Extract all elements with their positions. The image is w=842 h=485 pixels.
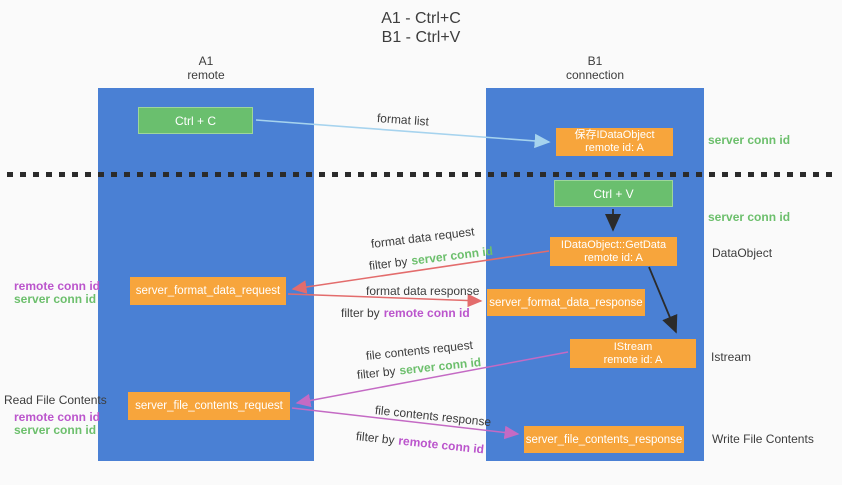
format-list-label: format list bbox=[376, 111, 430, 129]
save-dataobject-line2: remote id: A bbox=[585, 142, 644, 154]
column-header-b1: B1 connection bbox=[486, 54, 704, 82]
left-server-conn-id: server conn id bbox=[14, 292, 97, 306]
server-format-data-request-box: server_format_data_request bbox=[130, 277, 286, 305]
istream-line1: IStream bbox=[613, 340, 653, 353]
server-conn-id-text: server conn id bbox=[410, 243, 494, 268]
title-line-2: B1 - Ctrl+V bbox=[381, 29, 461, 46]
server-format-data-response-box: server_format_data_response bbox=[487, 289, 645, 316]
ctrl-v-label: Ctrl + V bbox=[593, 186, 634, 201]
dataobject-label: DataObject bbox=[712, 246, 773, 260]
title-line-1: A1 - Ctrl+C bbox=[381, 10, 461, 27]
save-dataobject-box: 保存IDataObject remote id: A bbox=[556, 128, 673, 156]
ctrl-c-box: Ctrl + C bbox=[138, 107, 253, 134]
server-format-data-request-label: server_format_data_request bbox=[135, 285, 281, 297]
format-data-response-label: format data response bbox=[366, 284, 480, 298]
getdata-line1: IDataObject::GetData bbox=[560, 238, 667, 251]
column-header-a1: A1 remote bbox=[98, 54, 314, 82]
ctrl-v-box: Ctrl + V bbox=[554, 180, 673, 207]
server-format-data-response-label: server_format_data_response bbox=[489, 296, 643, 309]
server-file-contents-response-box: server_file_contents_response bbox=[524, 426, 684, 453]
getdata-box: IDataObject::GetData remote id: A bbox=[550, 237, 677, 266]
server-file-contents-response-label: server_file_contents_response bbox=[525, 433, 683, 446]
save-dataobject-line1: 保存IDataObject bbox=[574, 129, 655, 141]
filter-by-text: filter by bbox=[341, 306, 380, 320]
right-server-conn-id-mid: server conn id bbox=[708, 210, 791, 224]
column-b1-subtitle: connection bbox=[565, 68, 625, 82]
write-file-contents-label: Write File Contents bbox=[712, 432, 814, 446]
left-server-conn-id: server conn id bbox=[14, 423, 97, 437]
diagram-title: A1 - Ctrl+C B1 - Ctrl+V bbox=[0, 9, 842, 47]
left-conn-ids-bottom: remote conn id server conn id bbox=[14, 410, 101, 437]
getdata-line2: remote id: A bbox=[584, 251, 643, 264]
column-a1-name: A1 bbox=[198, 54, 214, 68]
dashed-separator bbox=[7, 172, 835, 177]
server-file-contents-request-box: server_file_contents_request bbox=[128, 392, 290, 420]
read-file-contents-label: Read File Contents bbox=[4, 393, 107, 407]
left-remote-conn-id: remote conn id bbox=[14, 279, 101, 293]
istream-line2: remote id: A bbox=[603, 353, 663, 366]
istream-box: IStream remote id: A bbox=[570, 339, 696, 368]
filter-by-text: filter by bbox=[368, 254, 409, 273]
filter-by-text: filter by bbox=[356, 363, 397, 382]
istream-side-label: Istream bbox=[711, 350, 752, 364]
ctrl-c-label: Ctrl + C bbox=[174, 113, 216, 128]
remote-conn-id-text: remote conn id bbox=[397, 433, 485, 457]
remote-conn-id-text: remote conn id bbox=[383, 306, 470, 320]
server-file-contents-request-label: server_file_contents_request bbox=[135, 400, 283, 412]
filter-by-text: filter by bbox=[355, 429, 396, 448]
file-contents-response-label: file contents response bbox=[374, 403, 492, 430]
column-a1-subtitle: remote bbox=[187, 68, 225, 82]
right-server-conn-id-top: server conn id bbox=[708, 133, 791, 147]
left-conn-ids-top: remote conn id server conn id bbox=[14, 279, 101, 306]
left-remote-conn-id: remote conn id bbox=[14, 410, 101, 424]
column-b1-name: B1 bbox=[587, 54, 603, 68]
server-conn-id-text: server conn id bbox=[398, 355, 482, 378]
